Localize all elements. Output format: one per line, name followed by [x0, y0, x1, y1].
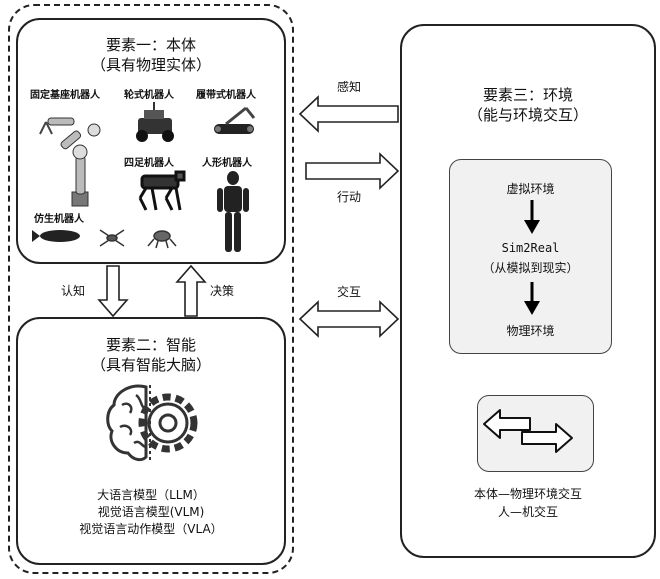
interaction-arrows-icon	[483, 409, 573, 453]
cognize-arrow	[97, 265, 129, 318]
virtual-environment-label: 虚拟环境	[506, 182, 555, 196]
bionic-robots-icon	[32, 229, 177, 249]
element1-subtitle: （具有物理实体）	[90, 56, 211, 74]
wheeled-robot-icon	[136, 102, 174, 142]
body-physical-interaction-label: 本体—物理环境交互	[473, 487, 582, 501]
fixed-base-robot-icon	[39, 117, 101, 207]
sim2real-arrow-down-2	[524, 282, 540, 315]
interact-arrow	[298, 300, 400, 338]
element2-subtitle: （具有智能大脑）	[90, 356, 211, 374]
interact-label: 交互	[337, 285, 362, 299]
element2-title: 要素二：智能	[105, 336, 196, 354]
label-humanoid-robot: 人形机器人	[202, 158, 252, 169]
act-arrow	[305, 152, 400, 190]
sim2real-panel	[449, 159, 612, 354]
physical-environment-label: 物理环境	[506, 324, 555, 338]
label-quadruped-robot: 四足机器人	[124, 158, 174, 169]
decide-label: 决策	[210, 284, 235, 298]
embodied-agent-group	[8, 4, 294, 574]
brain-gear-icon	[106, 384, 198, 462]
humanoid-robot-icon	[217, 171, 249, 252]
sim2real-label: Sim2Real	[501, 241, 560, 255]
element3-title: 要素三：环境	[482, 86, 573, 104]
human-machine-interaction-label: 人—机交互	[497, 505, 558, 519]
label-tracked-robot: 履带式机器人	[196, 90, 256, 101]
act-label: 行动	[337, 190, 362, 204]
element3-subtitle: （能与环境交互）	[467, 106, 588, 124]
decide-arrow	[175, 264, 207, 317]
label-fixed-base-robot: 固定基座机器人	[30, 90, 100, 101]
cognize-label: 认知	[61, 284, 86, 298]
model-vlm: 视觉语言模型(VLM)	[97, 505, 205, 519]
label-wheeled-robot: 轮式机器人	[124, 90, 174, 101]
label-bionic-robot: 仿生机器人	[34, 214, 84, 225]
sim2real-arrow-down-1	[524, 200, 540, 234]
element1-title: 要素一：本体	[105, 36, 196, 54]
model-llm: 大语言模型（LLM）	[97, 488, 205, 502]
perceive-arrow	[298, 95, 399, 133]
quadruped-robot-icon	[138, 170, 186, 211]
tracked-robot-icon	[214, 106, 256, 134]
sim2real-sublabel: （从模拟到现实）	[482, 261, 579, 275]
perceive-label: 感知	[337, 80, 362, 94]
model-vla: 视觉语言动作模型（VLA）	[79, 522, 223, 536]
